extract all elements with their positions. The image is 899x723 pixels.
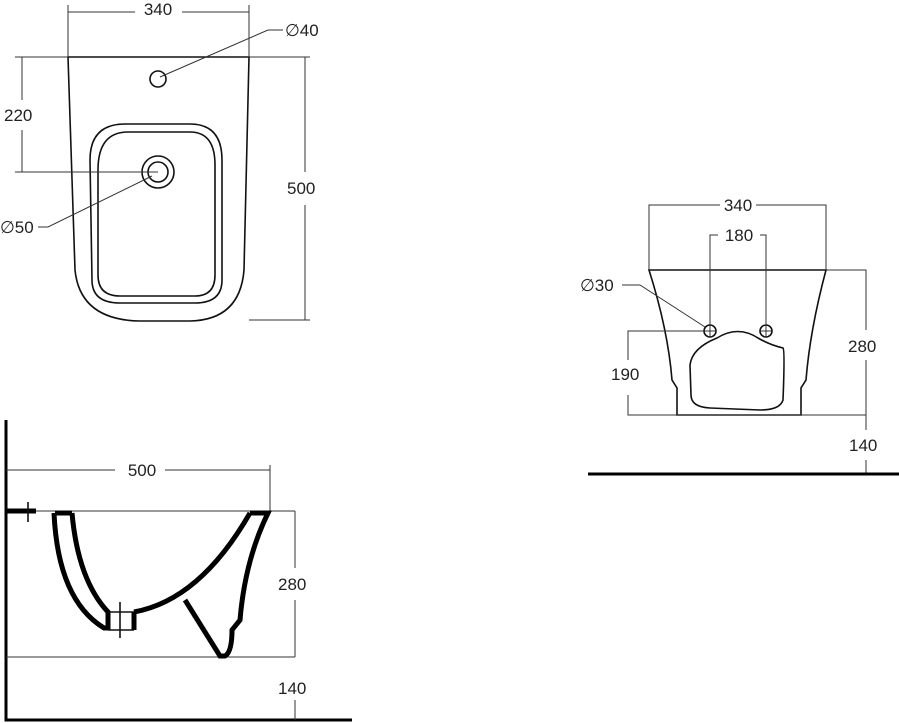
drain-hole-label: ∅50 xyxy=(0,218,34,237)
top-depth-label: 500 xyxy=(287,179,315,198)
side-drain-and-tap-marks xyxy=(27,502,134,638)
side-view: 500 280 140 xyxy=(4,420,352,722)
side-clearance-label: 140 xyxy=(278,679,306,698)
side-dimension-lines xyxy=(6,465,296,720)
tap-hole-label: ∅40 xyxy=(285,21,319,40)
fixing-height-label: 190 xyxy=(611,365,639,384)
side-bowl-outline xyxy=(6,508,273,659)
front-clearance-label: 140 xyxy=(849,436,877,455)
tap-hole xyxy=(149,70,167,88)
front-height-label: 280 xyxy=(848,337,876,356)
tap-distance-label: 220 xyxy=(4,106,32,125)
top-width-label: 340 xyxy=(144,0,172,19)
bowl-inner-outline xyxy=(97,131,216,297)
top-dimension-lines xyxy=(15,5,310,321)
front-opening xyxy=(689,330,785,411)
front-outline xyxy=(647,269,828,416)
side-depth-label: 500 xyxy=(128,461,156,480)
front-view: 340 180 ∅30 190 280 140 xyxy=(580,196,899,476)
top-view: 340 ∅40 220 500 ∅50 xyxy=(0,0,319,322)
front-width-label: 340 xyxy=(724,196,752,215)
bowl-outline xyxy=(89,123,223,304)
fixing-spacing-label: 180 xyxy=(725,226,753,245)
side-height-label: 280 xyxy=(278,575,306,594)
top-outline xyxy=(67,56,250,322)
fixing-hole-label: ∅30 xyxy=(580,276,614,295)
front-dimension-lines xyxy=(622,204,867,474)
wall-and-floor xyxy=(4,420,352,722)
